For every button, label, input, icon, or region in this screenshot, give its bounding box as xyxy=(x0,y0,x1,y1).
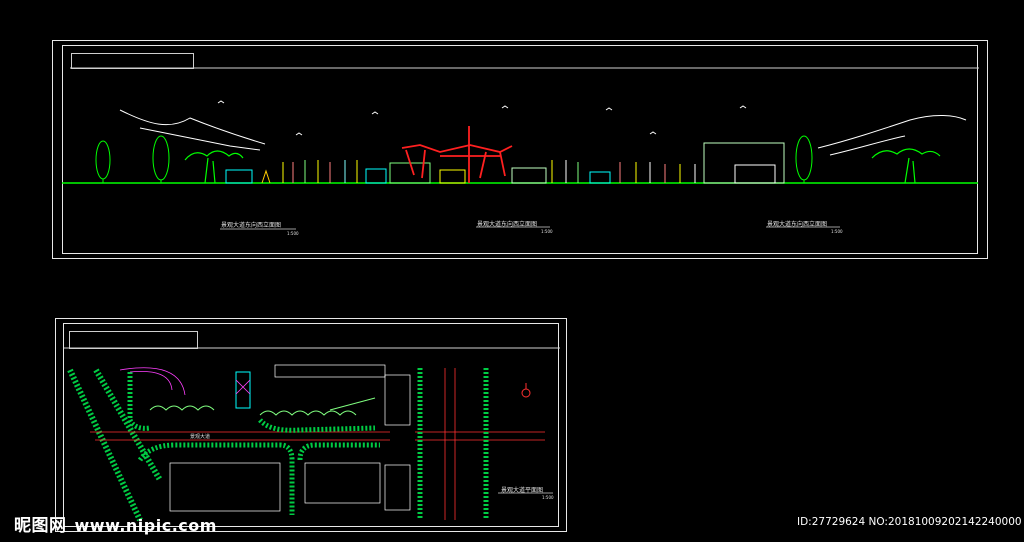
elevation-scale-left: 1:500 xyxy=(287,231,299,236)
plan-scale: 1:500 xyxy=(542,495,554,500)
elevation-label-center: 景观大道东向西立面图 xyxy=(477,221,538,228)
plan-road-label: 景观大道 xyxy=(190,434,211,440)
elevation-label-right: 景观大道东向西立面图 xyxy=(767,221,828,228)
plan-inner-frame xyxy=(63,323,559,527)
elevation-scale-center: 1:500 xyxy=(541,229,553,234)
elevation-scale-right: 1:500 xyxy=(831,229,843,234)
watermark-logo: 昵图网 www.nipic.com xyxy=(14,511,217,536)
watermark-image-id: ID:27729624 NO:20181009202142240000 xyxy=(797,516,1022,528)
elevation-label-left: 景观大道东向西立面图 xyxy=(221,222,282,229)
watermark-site-cn: 昵图网 xyxy=(14,516,67,536)
elevation-inner-frame xyxy=(62,45,978,254)
gate-structure xyxy=(401,126,513,183)
plan-title: 景观大道平面图 xyxy=(501,487,544,494)
watermark-site-url: www.nipic.com xyxy=(74,516,217,535)
